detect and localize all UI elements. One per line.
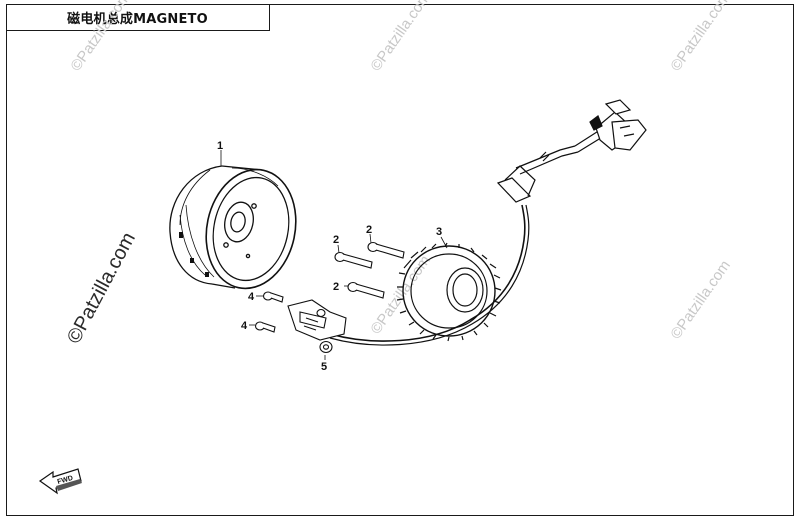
leader-line bbox=[369, 233, 372, 244]
bolts bbox=[334, 241, 405, 299]
diagram-title: 磁电机总成MAGNETO bbox=[67, 11, 208, 27]
callout-4a: 4 bbox=[248, 291, 255, 303]
leader-line bbox=[440, 236, 448, 249]
stator bbox=[396, 242, 502, 342]
watermark: ©Patzilla.com bbox=[667, 257, 734, 342]
fwd-label: FWD bbox=[57, 475, 74, 486]
connector bbox=[589, 99, 647, 151]
pickup-sensor bbox=[287, 299, 347, 354]
callout-2c: 2 bbox=[333, 281, 339, 293]
callout-5: 5 bbox=[321, 361, 327, 373]
screw bbox=[254, 321, 276, 333]
fwd-arrow: FWD bbox=[38, 468, 82, 495]
watermarks: ©Patzilla.com ©Patzilla.com ©Patzilla.co… bbox=[63, 0, 734, 347]
watermark: ©Patzilla.com bbox=[67, 0, 134, 74]
screws bbox=[254, 291, 284, 333]
watermark: ©Patzilla.com bbox=[367, 0, 434, 74]
wiring-harness bbox=[329, 129, 605, 346]
callout-2b: 2 bbox=[333, 234, 339, 246]
watermark-main: ©Patzilla.com bbox=[63, 229, 140, 348]
flywheel bbox=[169, 165, 297, 290]
bolt bbox=[367, 241, 405, 259]
diagram-frame bbox=[6, 4, 794, 516]
bolt bbox=[334, 251, 373, 269]
watermark: ©Patzilla.com bbox=[667, 0, 734, 74]
title-box: 磁电机总成MAGNETO bbox=[6, 4, 270, 31]
callout-4b: 4 bbox=[241, 320, 248, 332]
bolt bbox=[347, 281, 385, 299]
leader-line bbox=[337, 244, 340, 254]
callout-3: 3 bbox=[436, 226, 442, 238]
callout-2a: 2 bbox=[366, 224, 372, 236]
callout-1: 1 bbox=[217, 140, 223, 152]
screw bbox=[262, 291, 284, 303]
